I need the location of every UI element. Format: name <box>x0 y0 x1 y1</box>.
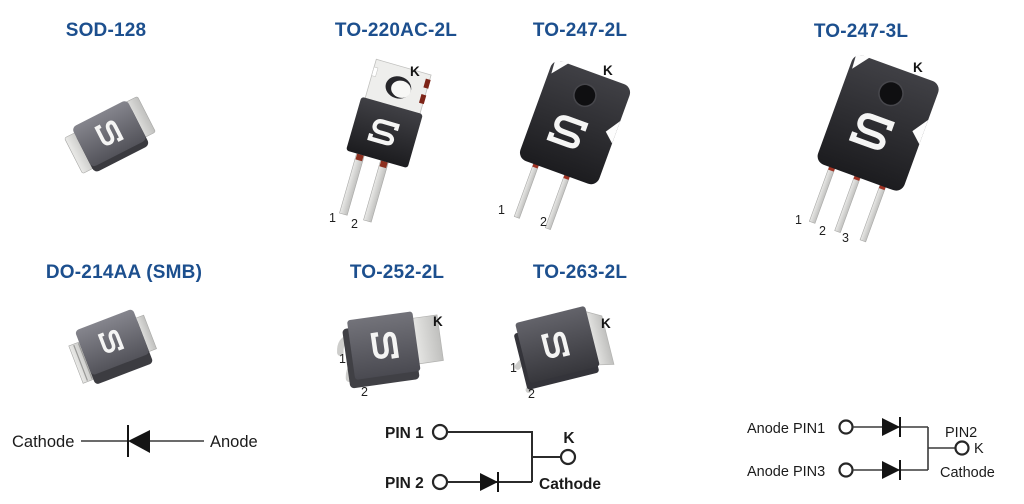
to247-2l-hole-rim <box>573 83 597 108</box>
cathode-label: Cathode <box>539 476 601 493</box>
cathode-label: Cathode <box>940 465 995 481</box>
cathode-label: Cathode <box>12 433 74 451</box>
to247-2l-k-label: K <box>603 63 613 78</box>
to252-k-label: K <box>433 314 443 329</box>
to220-tab-red-mark <box>423 78 431 89</box>
do214aa-package-image <box>68 309 157 384</box>
diode-triangle <box>480 473 498 491</box>
to220-hole-highlight <box>391 80 411 98</box>
to247-2l-pin2-label: 2 <box>540 215 547 229</box>
k-label: K <box>974 441 984 457</box>
single-diode-schematic: Cathode Anode <box>12 425 258 457</box>
to252-body-top <box>347 311 421 380</box>
to252-pin1-label: 1 <box>339 352 346 366</box>
to247-2l-pin1-label: 1 <box>498 203 505 217</box>
to247-3l-leg-1 <box>808 162 837 224</box>
package-title-to263: TO-263-2L <box>532 262 628 283</box>
to247-3l-body <box>817 55 939 191</box>
to247-3l-k-label: K <box>913 60 923 75</box>
anode-pin1-label: Anode PIN1 <box>747 421 825 437</box>
package-title-to247-2l: TO-247-2L <box>532 20 628 41</box>
to247-3l-pin1-label: 1 <box>795 213 802 227</box>
diode2-triangle <box>882 461 900 479</box>
to263-pin2-label: 2 <box>528 387 535 401</box>
to247-3l-mounting-hole <box>878 81 903 106</box>
dual-pin-schematic: PIN 1 PIN 2 K Cathode <box>385 423 601 493</box>
diode1-triangle <box>882 418 900 436</box>
package-title-do214aa: DO-214AA (SMB) <box>45 262 203 283</box>
pin1-wire <box>447 431 533 482</box>
to220-leg2-red-mark <box>379 160 388 169</box>
to247-2l-side-notch <box>605 120 621 144</box>
k-label: K <box>563 430 575 447</box>
to247-2l-package-image: K 1 2 <box>498 60 631 231</box>
to247-2l-corner-notch <box>551 60 570 74</box>
pin1-label: PIN 1 <box>385 425 424 442</box>
to220-tab-notch <box>371 66 379 78</box>
pin1-terminal <box>431 423 449 441</box>
anode-label: Anode <box>210 433 258 451</box>
to247-3l-leg-3 <box>859 181 888 243</box>
do214aa-terminal-ridge <box>73 344 88 381</box>
package-title-to252: TO-252-2L <box>349 262 445 283</box>
ts-logo <box>543 332 567 358</box>
cathode-terminal <box>559 448 577 466</box>
to263-pin1-label: 1 <box>510 361 517 375</box>
anode-pin3-label: Anode PIN3 <box>747 464 825 480</box>
to252-package-image: K 1 2 <box>337 311 444 399</box>
pin2-label: PIN2 <box>945 425 977 441</box>
to220-k-label: K <box>410 64 420 79</box>
to247-3l-pin2-label: 2 <box>819 224 826 238</box>
to247-2l-mounting-hole <box>573 84 596 107</box>
ts-logo <box>373 332 397 358</box>
to220-package-image: K 1 2 <box>329 58 432 231</box>
to247-3l-leg-2 <box>834 171 862 233</box>
package-title-to247-3l: TO-247-3L <box>813 21 909 42</box>
to263-package-image: K 1 2 <box>510 306 615 401</box>
pin2-label: PIN 2 <box>385 475 424 492</box>
pin2-terminal <box>431 473 449 491</box>
to220-pin2-label: 2 <box>351 217 358 231</box>
to220-tab-red-mark <box>418 94 427 105</box>
to247-2l-leg-1 <box>513 159 541 219</box>
do214aa-terminal-ridge <box>77 343 93 380</box>
triple-pin-schematic: Anode PIN1 Anode PIN3 PIN2 K Cathode <box>747 417 995 481</box>
to220-pin1-label: 1 <box>329 211 336 225</box>
cathode-terminal <box>954 440 970 456</box>
to252-pin2-label: 2 <box>361 385 368 399</box>
package-title-sod128: SOD-128 <box>65 20 147 41</box>
sod128-package-image <box>64 96 156 174</box>
to247-3l-side-notch <box>912 119 929 145</box>
pin3-terminal <box>838 462 854 478</box>
to247-3l-hole-rim <box>878 80 904 107</box>
to247-3l-package-image: K 1 2 3 <box>795 54 939 245</box>
to247-3l-pin3-label: 3 <box>842 231 849 245</box>
to263-k-label: K <box>601 316 611 331</box>
package-title-to220: TO-220AC-2L <box>334 20 458 41</box>
to247-2l-leg-2 <box>544 170 572 231</box>
to220-leg1-red-mark <box>355 153 364 162</box>
pin1-terminal <box>838 419 854 435</box>
to247-3l-corner-notch <box>852 54 871 69</box>
diode-triangle <box>128 430 150 453</box>
